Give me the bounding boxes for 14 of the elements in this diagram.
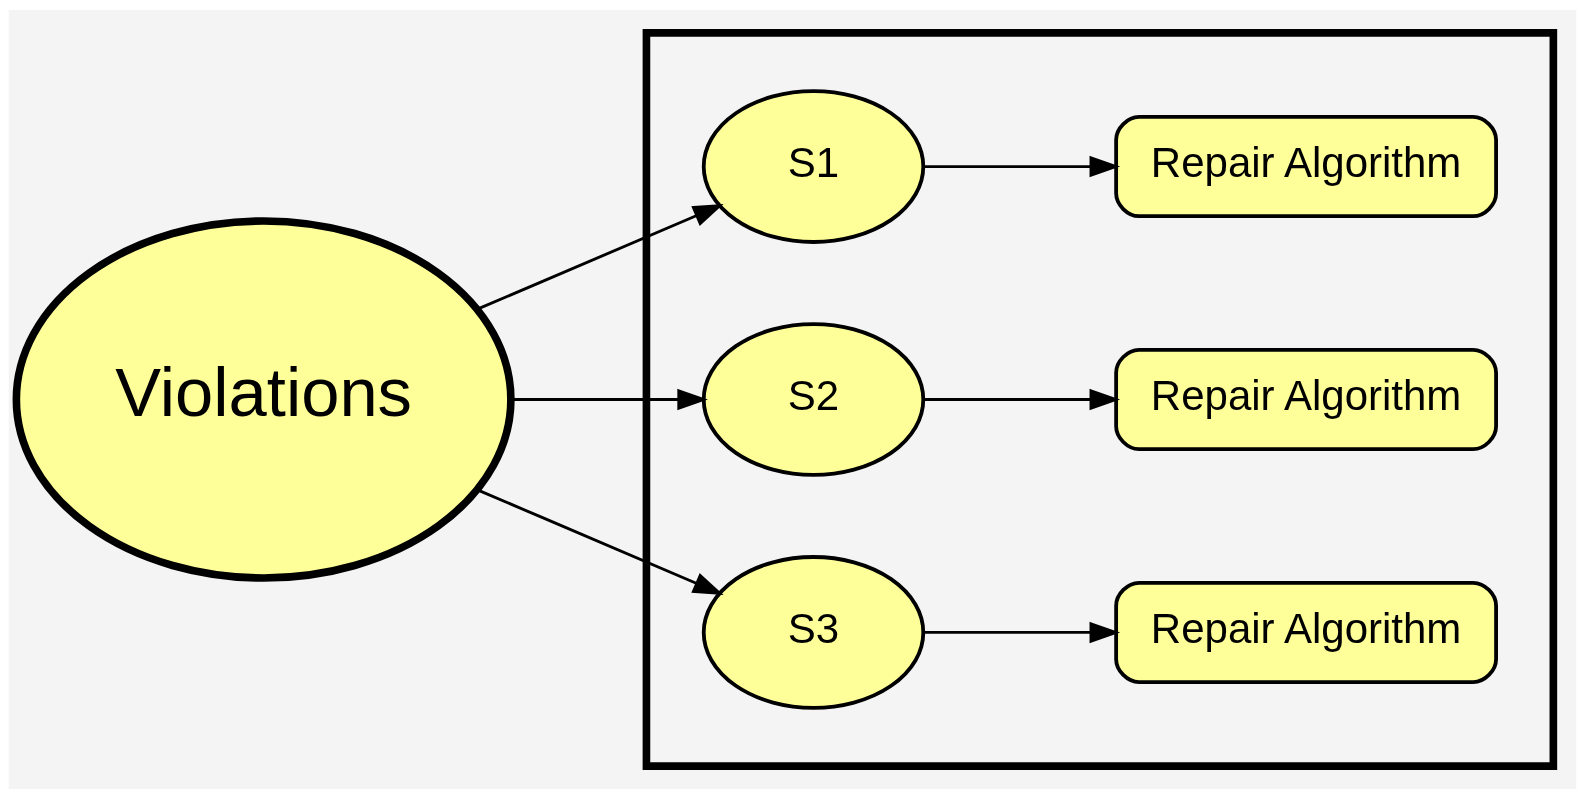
node-box: Repair Algorithm (1114, 347, 1498, 451)
arrow (923, 388, 1121, 410)
node-ellipse: S1 (701, 88, 926, 244)
arrow (923, 155, 1121, 177)
cluster (642, 28, 1558, 770)
arrow (476, 203, 724, 310)
arrow (476, 488, 724, 595)
arrow (511, 388, 708, 410)
node-ellipse: Violations (12, 216, 515, 582)
arrow (923, 621, 1121, 643)
node-ellipse: S2 (701, 321, 926, 477)
node-box: Repair Algorithm (1114, 114, 1498, 218)
node-ellipse: S3 (701, 554, 926, 710)
node-box: Repair Algorithm (1114, 580, 1498, 684)
